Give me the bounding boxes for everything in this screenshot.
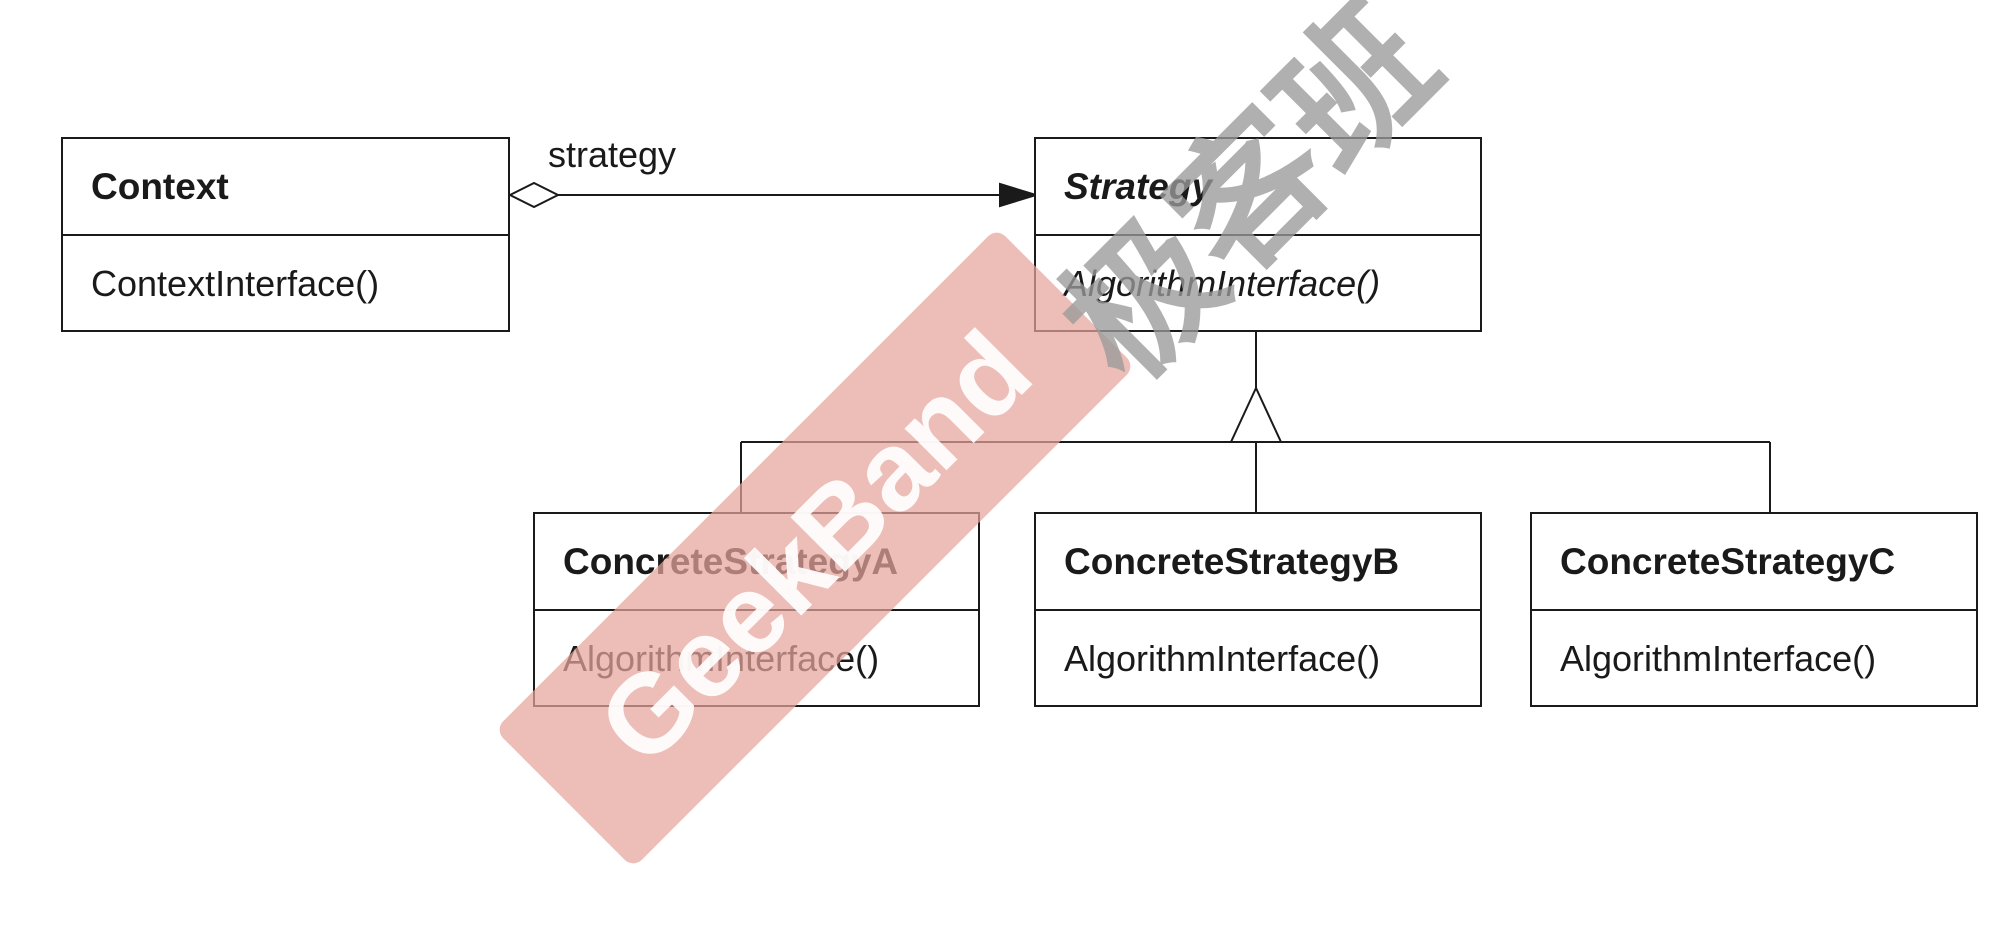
class-name: ConcreteStrategyB bbox=[1036, 514, 1480, 611]
class-box-concrete-strategy-b[interactable]: ConcreteStrategyB AlgorithmInterface() bbox=[1034, 512, 1482, 707]
navigation-arrowhead bbox=[999, 182, 1040, 208]
inheritance-triangle bbox=[1229, 385, 1283, 443]
association-role-label: strategy bbox=[548, 134, 677, 175]
class-box-concrete-strategy-a[interactable]: ConcreteStrategyA AlgorithmInterface() bbox=[533, 512, 980, 707]
class-name: ConcreteStrategyC bbox=[1532, 514, 1976, 611]
class-operation: AlgorithmInterface() bbox=[563, 638, 880, 679]
class-operation: AlgorithmInterface() bbox=[1064, 263, 1381, 304]
class-box-context[interactable]: Context ContextInterface() bbox=[61, 137, 510, 332]
class-operation: AlgorithmInterface() bbox=[1064, 638, 1381, 679]
class-box-concrete-strategy-c[interactable]: ConcreteStrategyC AlgorithmInterface() bbox=[1530, 512, 1978, 707]
class-operation: AlgorithmInterface() bbox=[1560, 638, 1877, 679]
aggregation-diamond bbox=[507, 181, 561, 209]
class-box-strategy[interactable]: Strategy AlgorithmInterface() bbox=[1034, 137, 1482, 332]
class-name: ConcreteStrategyA bbox=[535, 514, 978, 611]
class-operation: ContextInterface() bbox=[91, 263, 380, 304]
class-name: Context bbox=[63, 139, 508, 236]
class-name: Strategy bbox=[1036, 139, 1480, 236]
